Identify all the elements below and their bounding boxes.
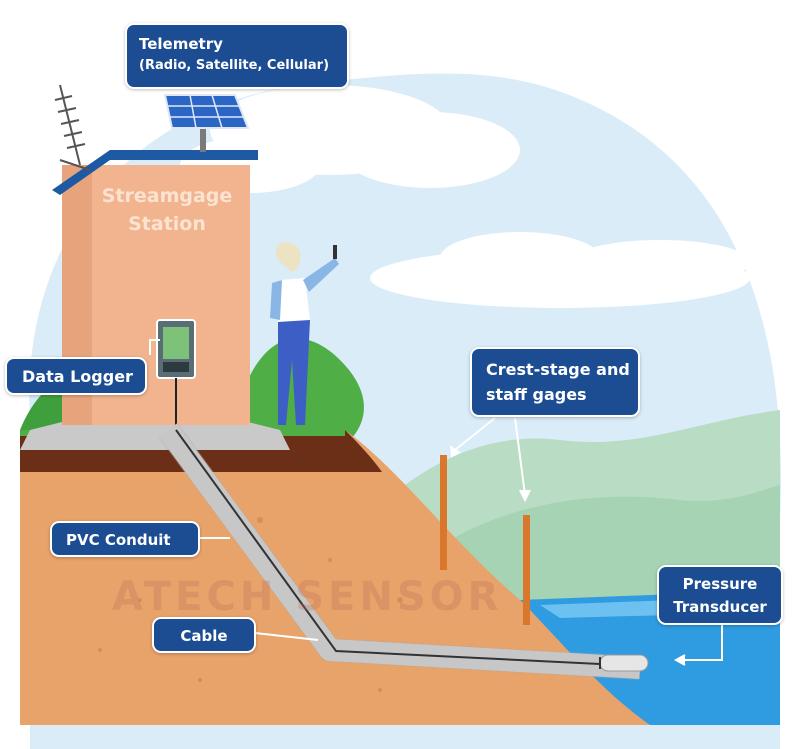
crest-stage-label-line2: staff gages [486,385,587,404]
station-roof [52,150,258,195]
gage-posts [440,455,530,625]
crest-stage-label: Crest-stage and staff gages [470,347,640,417]
person-icon [270,242,339,425]
telemetry-label: Telemetry (Radio, Satellite, Cellular) [125,23,349,89]
pressure-transducer-label-line1: Pressure [682,575,758,593]
data-logger-icon [156,319,196,430]
telemetry-label-title: Telemetry [139,35,223,53]
pvc-conduit-label-text: PVC Conduit [66,531,171,549]
pressure-transducer-label-line2: Transducer [673,598,767,616]
data-logger-label: Data Logger [5,357,147,395]
data-logger-label-text: Data Logger [22,367,133,386]
telemetry-label-subtitle: (Radio, Satellite, Cellular) [139,58,330,73]
callout-arrows [86,54,723,666]
watermark: ATECH SENSOR [112,574,503,620]
cable-label: Cable [152,617,256,653]
cable-label-text: Cable [180,627,228,645]
station-title-line2: Station [128,213,206,235]
pressure-transducer-icon [599,654,649,672]
pvc-conduit-edge [158,422,641,680]
antenna-icon [54,84,91,171]
crest-stage-label-line1: Crest-stage and [486,360,630,379]
station-title-line1: Streamgage [101,185,233,207]
solar-panel-icon [163,94,250,152]
pvc-conduit-label: PVC Conduit [50,521,200,557]
pvc-conduit [159,423,641,679]
station-title: Streamgage Station [92,182,242,238]
pressure-transducer-label: Pressure Transducer [657,565,783,625]
station-slab [20,420,290,450]
cable-line [175,429,601,665]
